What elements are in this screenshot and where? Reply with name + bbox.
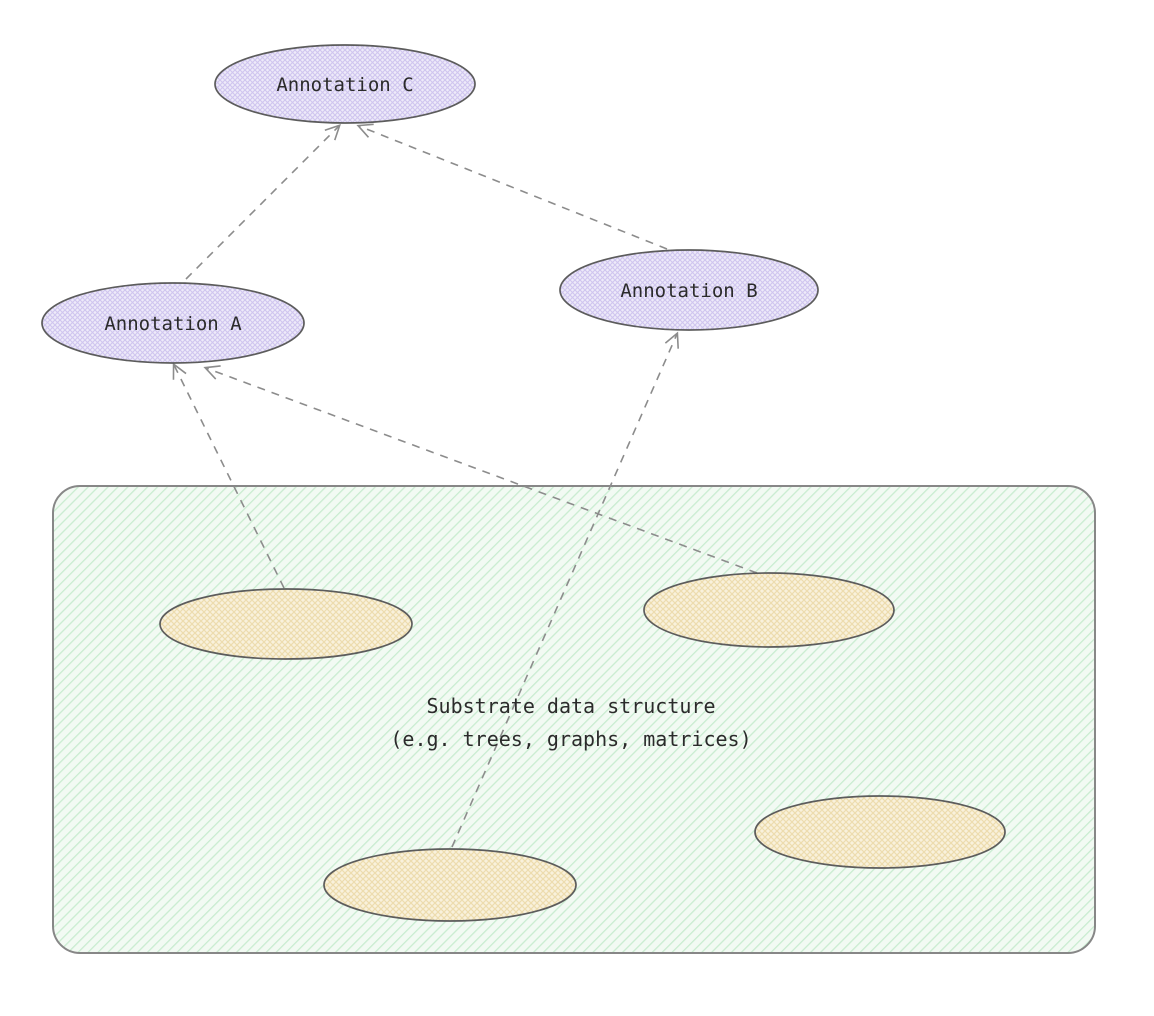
node-annotation-c[interactable]: Annotation C [214, 44, 476, 124]
annotation-a-ellipse[interactable] [41, 282, 305, 364]
edge-annotation-a-to-annotation-c[interactable] [185, 124, 341, 280]
substrate-region-top-right[interactable] [643, 572, 895, 648]
node-annotation-b[interactable]: Annotation B [559, 249, 819, 331]
substrate-region-bottom-middle[interactable] [323, 848, 577, 922]
substrate-region-bottom-right[interactable] [754, 795, 1006, 869]
annotation-c-label: Annotation C [276, 74, 413, 96]
edge-region-bottom-middle-to-annotation-b[interactable] [451, 331, 679, 848]
annotation-b-label: Annotation B [620, 280, 757, 302]
substrate-label-line1: Substrate data structure [427, 694, 716, 718]
edge-region-top-left-to-annotation-a[interactable] [172, 362, 285, 589]
annotation-a-label: Annotation A [104, 313, 242, 335]
annotation-c-ellipse[interactable] [214, 44, 476, 124]
edge-annotation-b-to-annotation-c[interactable] [356, 123, 668, 250]
node-annotation-a[interactable]: Annotation A [41, 282, 305, 364]
substrate-region-top-left[interactable] [159, 588, 413, 660]
annotation-b-ellipse[interactable] [559, 249, 819, 331]
substrate-label-line2: (e.g. trees, graphs, matrices) [390, 727, 751, 751]
edge-region-top-right-to-annotation-a[interactable] [203, 365, 758, 574]
